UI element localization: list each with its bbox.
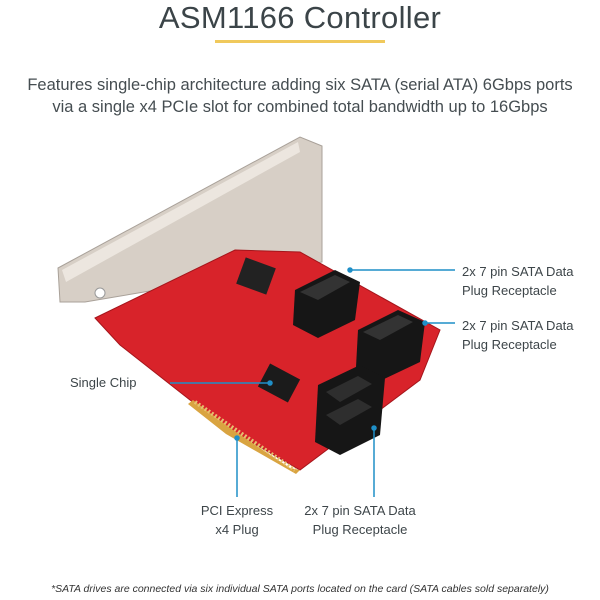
callout-sata-bottom: 2x 7 pin SATA Data Plug Receptacle: [290, 501, 430, 539]
callout-sata-bottom-line2: Plug Receptacle: [312, 522, 408, 537]
callout-pcie-line2: x4 Plug: [215, 522, 259, 537]
description: Features single-chip architecture adding…: [0, 74, 600, 118]
sata-port-middle: [356, 310, 425, 380]
callout-sata-top-line2: Plug Receptacle: [462, 283, 557, 298]
asm1166-chip: [257, 363, 301, 403]
callout-sata-middle: 2x 7 pin SATA Data Plug Receptacle: [462, 316, 574, 354]
pin-header: [236, 257, 276, 295]
callout-sata-middle-line2: Plug Receptacle: [462, 337, 557, 352]
callout-sata-middle-line1: 2x 7 pin SATA Data: [462, 318, 574, 333]
title-underline: [215, 40, 385, 43]
bracket-screw-hole: [94, 287, 106, 299]
callout-sata-top-line1: 2x 7 pin SATA Data: [462, 264, 574, 279]
sata-port-top: [293, 270, 360, 338]
description-line-2: via a single x4 PCIe slot for combined t…: [52, 98, 548, 116]
callout-sata-bottom-line1: 2x 7 pin SATA Data: [304, 503, 416, 518]
pcie-gold-fingers: [188, 400, 300, 474]
page-title: ASM1166 Controller: [158, 0, 442, 35]
callout-pcie: PCI Express x4 Plug: [177, 501, 297, 539]
description-line-1: Features single-chip architecture adding…: [27, 76, 573, 94]
callout-pcie-line1: PCI Express: [200, 503, 274, 518]
callout-sata-top: 2x 7 pin SATA Data Plug Receptacle: [462, 262, 574, 300]
callout-single-chip: Single Chip: [70, 375, 137, 390]
sata-port-bottom: [315, 365, 385, 455]
footnote: *SATA drives are connected via six indiv…: [51, 583, 549, 595]
